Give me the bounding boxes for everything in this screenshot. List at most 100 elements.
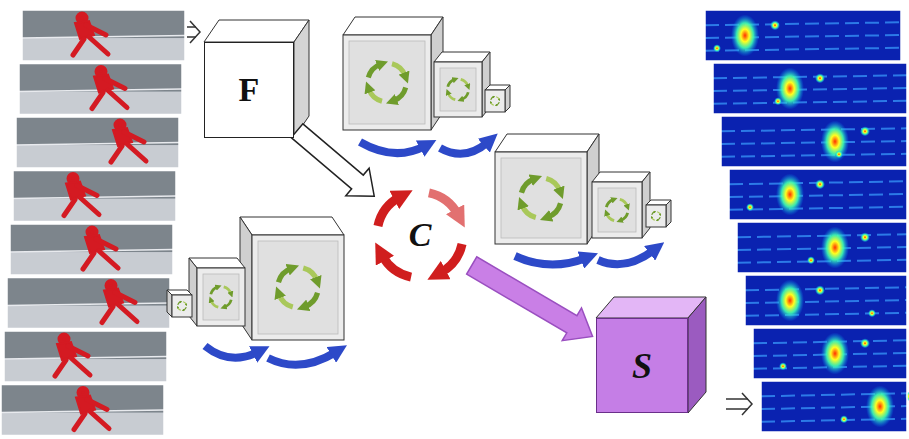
cube-side [688, 297, 706, 413]
frame-border [13, 171, 176, 222]
heat-dot [815, 285, 825, 295]
flow-arrow [187, 21, 200, 43]
frame-border [713, 63, 907, 114]
video-frame [4, 331, 167, 382]
frame-border [4, 331, 167, 382]
recurrent-block [167, 290, 192, 317]
frame-border [729, 169, 907, 220]
heat-dot [815, 73, 825, 83]
frame-background [10, 224, 173, 275]
recurrent-block [240, 217, 344, 340]
rink-line [7, 303, 170, 306]
cycle-icon [368, 64, 405, 101]
recurrent-block [343, 17, 443, 130]
cycle-icon [448, 79, 468, 99]
frame-background [19, 64, 182, 115]
cube-top [189, 258, 245, 268]
cube-side [167, 290, 172, 317]
cube-top [596, 297, 706, 318]
cycle-icon [606, 199, 627, 220]
frame-background [16, 117, 179, 168]
recurrent-block [495, 134, 599, 244]
heat-streak [745, 313, 907, 316]
cube-side [505, 85, 510, 112]
frame-background [22, 10, 185, 61]
recurrent-block-group [495, 134, 671, 265]
cube-side [666, 200, 671, 227]
heat-dot [779, 362, 787, 370]
cube-top [240, 217, 344, 235]
frame-background [7, 278, 170, 329]
output-box: S [596, 318, 688, 413]
cube-inner-face [598, 188, 636, 232]
cycle-icon [521, 178, 560, 217]
cycle-ring [378, 193, 462, 277]
heat-blob [821, 333, 849, 375]
white-flow-arrow [291, 124, 374, 196]
frame-background [4, 331, 167, 382]
heatmap-frame [729, 169, 907, 220]
heatmap-frame [761, 381, 909, 432]
heat-blob [776, 174, 804, 216]
heat-dot [807, 256, 815, 264]
cycle-icon [652, 212, 661, 221]
heat-streak [745, 287, 907, 290]
input-video-frames [1, 10, 185, 436]
frame-border [16, 117, 179, 168]
cycle-icon [178, 302, 187, 311]
cube-front [343, 35, 431, 130]
heat-streak [729, 194, 907, 197]
skater-figure [74, 389, 109, 430]
heat-dot [860, 126, 870, 136]
recurrent-block-group [167, 217, 344, 365]
ice-surface [16, 145, 179, 168]
video-frame [16, 117, 179, 168]
recurrent-block-group [343, 17, 510, 154]
cube-top [204, 20, 309, 42]
heatmap-frame [705, 10, 901, 61]
frame-border [761, 381, 907, 432]
heat-blob [821, 227, 849, 269]
heatmap-background [721, 116, 907, 167]
heatmap-frame [737, 222, 907, 273]
cube-top [434, 52, 490, 62]
blue-flow-arrow [515, 256, 586, 265]
node-cube-depth [596, 297, 706, 413]
frame-background [1, 385, 164, 436]
heatmap-background [753, 328, 907, 379]
cube-inner-face [258, 241, 338, 334]
cube-side [294, 20, 309, 138]
cube-top [343, 17, 443, 35]
output-heatmaps [705, 10, 909, 432]
cube-inner-face [349, 41, 425, 124]
skater-figure [83, 228, 118, 269]
frame-background [13, 171, 176, 222]
heatmap-background [761, 381, 907, 432]
heatmap-frame [713, 63, 907, 114]
ice-surface [19, 92, 182, 115]
skater-figure [111, 121, 146, 162]
frame-border [721, 116, 907, 167]
video-frame [13, 171, 176, 222]
ice-surface [1, 413, 164, 436]
heat-blob [731, 15, 759, 57]
rink-line [16, 143, 179, 146]
blue-flow-arrow [268, 352, 336, 365]
node-label: C [409, 216, 432, 254]
node-cube-depth [204, 20, 309, 138]
skater-figure [102, 282, 137, 323]
heat-streak [745, 300, 907, 303]
video-frame [1, 385, 164, 436]
cube-front [252, 235, 344, 340]
heat-dot [774, 97, 782, 105]
heat-dot [770, 20, 780, 30]
heatmap-background [729, 169, 907, 220]
cube-front [592, 182, 642, 238]
skater-figure [64, 175, 99, 216]
heatmap-background [745, 275, 907, 326]
frame-border [737, 222, 907, 273]
frame-border [753, 328, 907, 379]
